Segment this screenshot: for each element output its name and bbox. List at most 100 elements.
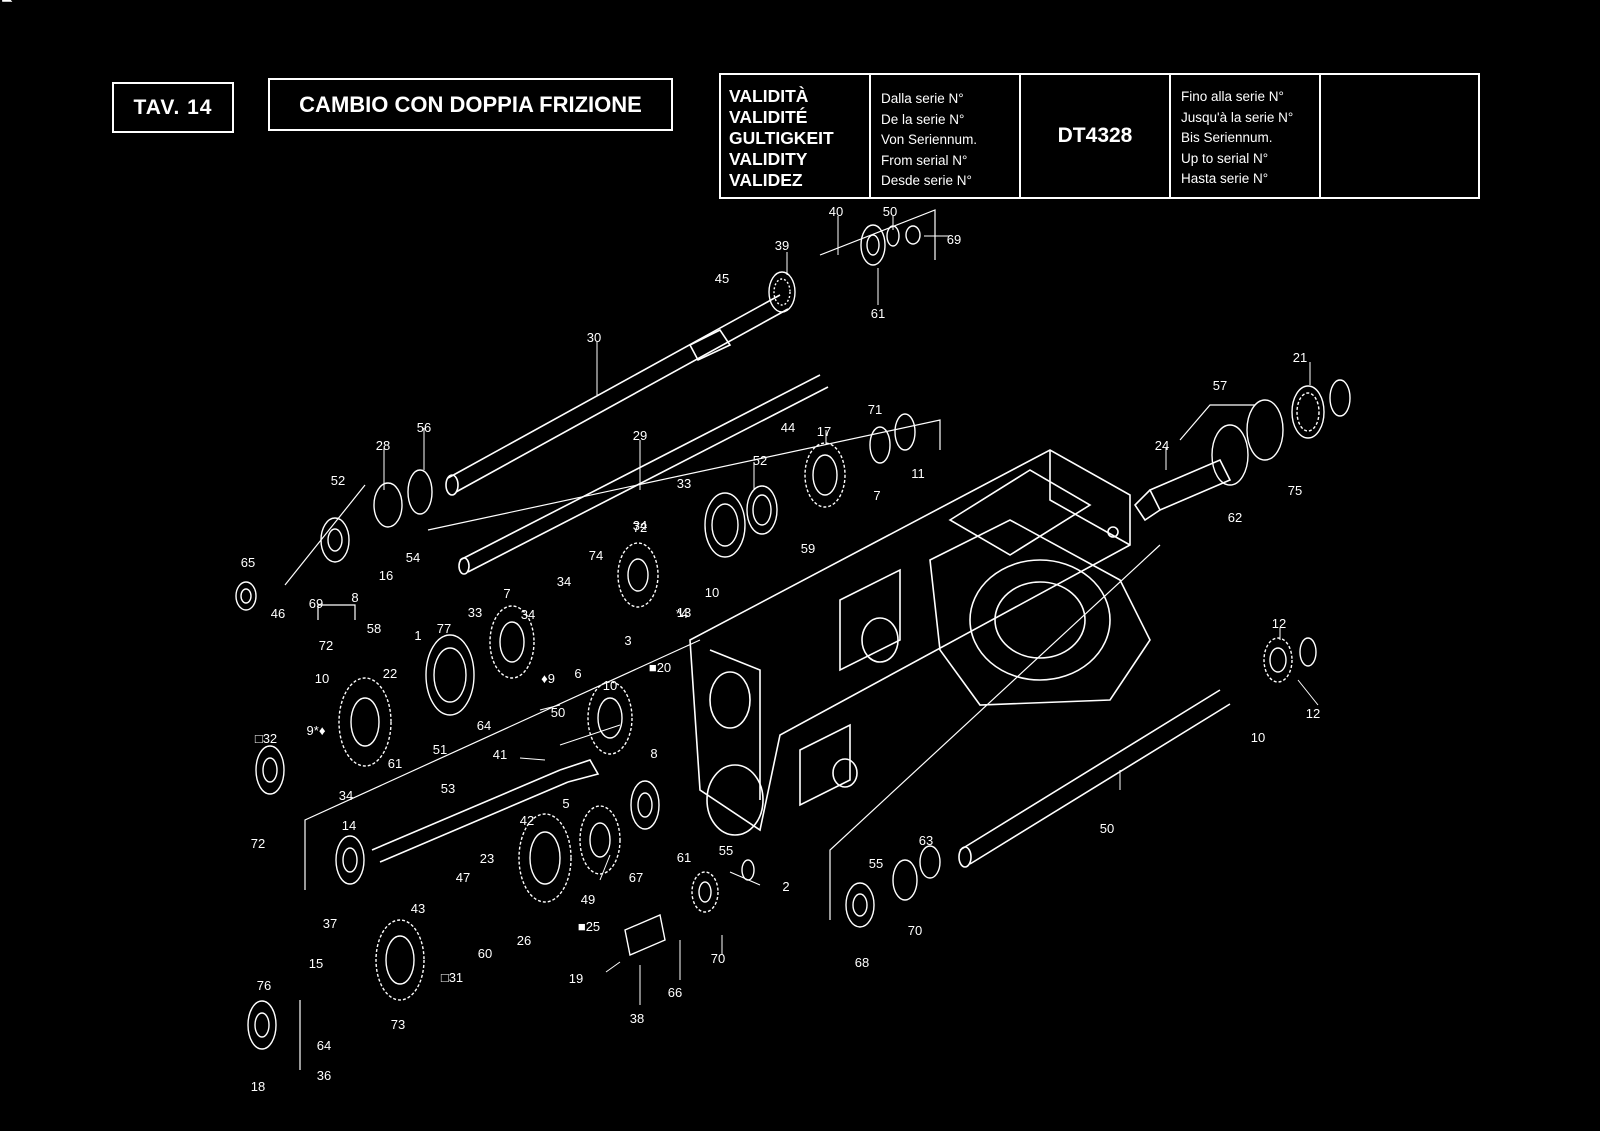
part-callout-label: 70 [711, 951, 725, 966]
part-callout-label: 7 [873, 488, 880, 503]
part-callout-label: 42 [520, 813, 534, 828]
part-callout-label: 1 [414, 628, 421, 643]
part-callout-label: 17 [817, 424, 831, 439]
serial-code-cell: DT4328 [1021, 75, 1171, 197]
part-callout-label: 12 [1306, 706, 1320, 721]
part-callout-label: 15 [309, 956, 323, 971]
gear-25 [579, 805, 621, 875]
ring-51 [1299, 637, 1317, 667]
part-callout-label: 14 [342, 818, 356, 833]
part-callout-label: 9*♦ [307, 723, 326, 738]
ring-43 [919, 845, 941, 879]
part-callout-label: 61 [871, 306, 885, 321]
gear-18 [375, 919, 425, 1001]
part-callout-label: 39 [775, 238, 789, 253]
part-callout-label: ■25 [578, 919, 600, 934]
part-callout-label: 55 [719, 843, 733, 858]
part-callout-label: 57 [1213, 378, 1227, 393]
bearing-68 [892, 859, 918, 901]
part-callout-label: 73 [391, 1017, 405, 1032]
part-callout-label: 66 [668, 985, 682, 1000]
part-callout-label: 18 [251, 1079, 265, 1094]
gear-17 [804, 442, 846, 508]
gear-34b [617, 542, 659, 608]
group-brackets [284, 209, 1255, 1070]
part-callout-label: 56 [417, 420, 431, 435]
part-callout-label: 13 [677, 605, 691, 620]
part-callout-label: 27◺ [0, 0, 12, 3]
part-callout-label: 58 [367, 621, 381, 636]
part-callout-label: 49 [581, 892, 595, 907]
part-callout-label: 54 [406, 550, 420, 565]
part-callout-label: 62 [1228, 510, 1242, 525]
part-callout-label: 24 [1155, 438, 1169, 453]
gear-39 [768, 271, 796, 313]
part-callout-label: 70 [908, 923, 922, 938]
part-callout-label: 35◣ [0, 0, 12, 3]
part-callout-label: 72 [251, 836, 265, 851]
part-callout-label: 36 [317, 1068, 331, 1083]
part-callout-label: 46 [271, 606, 285, 621]
table-number-box: TAV. 14 [112, 82, 234, 133]
ring-56 [407, 469, 433, 515]
bearing-61a [335, 835, 365, 885]
part-callout-label: 77 [437, 621, 451, 636]
part-callout-label: 64 [317, 1038, 331, 1053]
bearing-64b [247, 1000, 277, 1050]
validity-table: VALIDITÀ VALIDITÉ GULTIGKEIT VALIDITY VA… [719, 73, 1480, 199]
part-callout-label: *4 [676, 606, 688, 621]
shaft-30 [445, 294, 789, 496]
part-callout-label: 10 [1251, 730, 1265, 745]
shaft-23 [958, 689, 1231, 868]
part-callout-label: 12 [1272, 616, 1286, 631]
bearing-61b [630, 780, 660, 830]
part-callout-label: 61 [388, 756, 402, 771]
gear-2 [518, 813, 572, 903]
from-label: Von Seriennum. [881, 132, 978, 147]
pinion-shaft-24 [1133, 458, 1232, 522]
part-callout-label: 23 [480, 851, 494, 866]
part-callout-label: 28 [376, 438, 390, 453]
part-callout-label: 75 [1288, 483, 1302, 498]
from-label: Desde serie N° [881, 173, 972, 188]
part-callout-label: 69 [947, 232, 961, 247]
serial-code: DT4328 [1057, 124, 1133, 147]
validity-label: VALIDITÀ [729, 86, 809, 106]
bearing-40 [860, 224, 886, 266]
from-label: Dalla serie N° [881, 91, 964, 106]
part-callout-label: 50 [1100, 821, 1114, 836]
part-callout-label: 10 [705, 585, 719, 600]
bearing-57 [1211, 399, 1284, 486]
validity-labels: VALIDITÀ VALIDITÉ GULTIGKEIT VALIDITY VA… [721, 75, 871, 197]
bearing-74 [235, 581, 257, 611]
part-callout-label: 55 [869, 856, 883, 871]
validity-label: VALIDITY [729, 149, 808, 169]
bearing-66 [845, 882, 875, 928]
ring-28 [373, 482, 403, 528]
to-label: Fino alla serie N° [1181, 89, 1284, 104]
sleeve-36 [624, 914, 666, 956]
part-callout-label: 10 [603, 678, 617, 693]
part-callout-label: 22 [383, 666, 397, 681]
bearing-64a [255, 745, 285, 795]
part-callout-label: 41 [493, 747, 507, 762]
part-callout-label: 52 [331, 473, 345, 488]
part-callout-label: 48 [0, 0, 7, 3]
gear-34a [746, 485, 778, 535]
part-callout-label: 38 [630, 1011, 644, 1026]
validity-label: VALIDITÉ [729, 107, 808, 127]
table-number: TAV. 14 [133, 95, 213, 119]
part-callout-label: 72 [319, 638, 333, 653]
gear-3 [489, 605, 535, 679]
part-callout-label: 74 [589, 548, 603, 563]
part-callout-label: 43 [411, 901, 425, 916]
gear-4 [338, 677, 392, 767]
part-callout-label: 16 [379, 568, 393, 583]
part-callout-label: 11 [911, 466, 925, 481]
part-callout-label: 21 [1293, 350, 1307, 365]
gear-7a [704, 492, 746, 558]
part-callout-label: 34 [633, 518, 647, 533]
from-label: From serial N° [881, 152, 968, 168]
